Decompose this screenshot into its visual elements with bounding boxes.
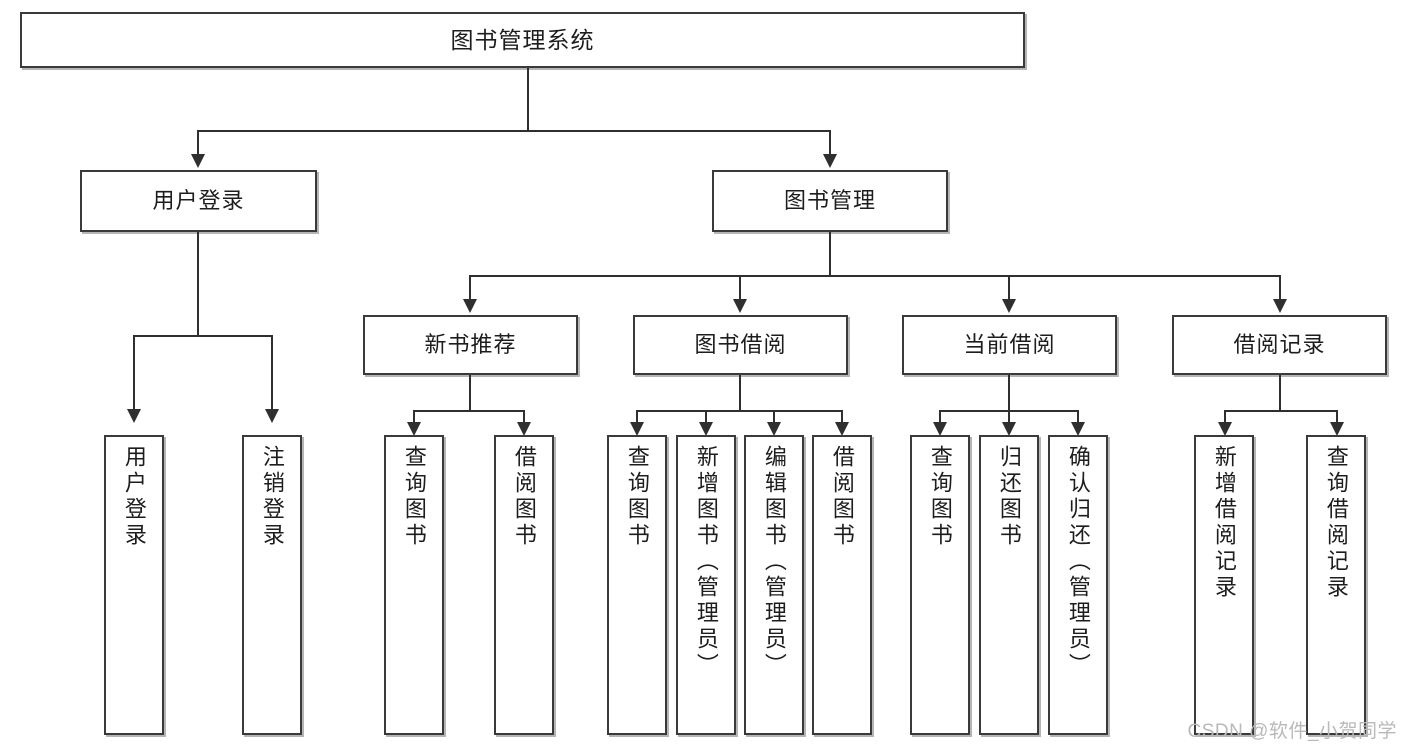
node-label: 借阅图书: [511, 445, 537, 549]
connector-current-borrow-drop-2: [1008, 410, 1010, 424]
leaf-query-record[interactable]: 查询借阅记录: [1306, 435, 1366, 735]
connector-to-user-login: [197, 130, 199, 156]
connector-borrow-record-stem: [1279, 375, 1281, 411]
connector-new-book-rec-bus: [413, 410, 525, 412]
connector-book-borrow-stem: [739, 375, 741, 411]
leaf-add-record[interactable]: 新增借阅记录: [1194, 435, 1254, 735]
node-label: 图书管理系统: [450, 26, 595, 53]
arrow-leaf-user-logout: [265, 409, 279, 423]
connector-current-borrow-stem: [1008, 375, 1010, 411]
connector-to-book-borrow: [739, 275, 741, 301]
leaf-edit-book[interactable]: 编辑图书（管理员）: [744, 435, 804, 735]
arrow-leaf-confirm-return: [1071, 422, 1085, 436]
arrow-leaf-add-book: [699, 422, 713, 436]
leaf-return-book[interactable]: 归还图书: [979, 435, 1039, 735]
node-label: 新增图书（管理员）: [693, 445, 719, 679]
node-label: 确认归还（管理员）: [1065, 445, 1091, 679]
arrow-to-user-login: [191, 154, 205, 168]
node-user-login[interactable]: 用户登录: [80, 170, 317, 232]
node-book-borrow[interactable]: 图书借阅: [633, 315, 848, 375]
node-label: 归还图书: [996, 445, 1022, 549]
connector-level3-bus: [469, 275, 1281, 277]
arrow-to-new-book-rec: [463, 299, 477, 313]
connector-user-login-bus: [133, 335, 272, 337]
arrow-to-book-borrow: [733, 299, 747, 313]
arrow-leaf-query-book-2: [630, 422, 644, 436]
connector-to-new-book-rec: [469, 275, 471, 301]
connector-book-borrow-bus: [636, 410, 843, 412]
node-label: 图书管理: [783, 188, 876, 214]
node-borrow-record[interactable]: 借阅记录: [1172, 315, 1387, 375]
node-current-borrow[interactable]: 当前借阅: [902, 315, 1117, 375]
leaf-query-book-3[interactable]: 查询图书: [910, 435, 970, 735]
arrow-to-book-manage: [823, 154, 837, 168]
node-label: 编辑图书（管理员）: [761, 445, 787, 679]
leaf-confirm-return[interactable]: 确认归还（管理员）: [1048, 435, 1108, 735]
arrow-leaf-query-book-1: [407, 422, 421, 436]
node-label: 查询借阅记录: [1323, 445, 1349, 601]
node-label: 查询图书: [624, 445, 650, 549]
connector-book-borrow-drop-3: [773, 410, 775, 424]
node-label: 注销登录: [259, 445, 285, 549]
connector-book-borrow-drop-1: [636, 410, 638, 424]
node-label: 借阅图书: [829, 445, 855, 549]
connector-user-login-drop-1: [133, 335, 135, 411]
arrow-leaf-borrow-book-1: [517, 422, 531, 436]
connector-book-borrow-drop-4: [841, 410, 843, 424]
connector-book-borrow-drop-2: [705, 410, 707, 424]
connector-new-book-rec-stem: [469, 375, 471, 411]
node-label: 新书推荐: [424, 332, 517, 358]
connector-current-borrow-drop-1: [939, 410, 941, 424]
leaf-user-login[interactable]: 用户登录: [104, 435, 164, 735]
connector-borrow-record-drop-2: [1336, 410, 1338, 424]
node-new-book-rec[interactable]: 新书推荐: [363, 315, 578, 375]
connector-to-current-borrow: [1008, 275, 1010, 301]
node-book-manage[interactable]: 图书管理: [712, 170, 948, 232]
connector-borrow-record-drop-1: [1224, 410, 1226, 424]
node-label: 借阅记录: [1233, 332, 1326, 358]
arrow-leaf-return-book: [1002, 422, 1016, 436]
node-label: 用户登录: [121, 445, 147, 549]
node-label: 图书借阅: [694, 332, 787, 358]
connector-user-login-stem: [197, 232, 199, 336]
node-root-book-management-system[interactable]: 图书管理系统: [20, 12, 1025, 68]
leaf-query-book-2[interactable]: 查询图书: [607, 435, 667, 735]
leaf-borrow-book-1[interactable]: 借阅图书: [494, 435, 554, 735]
connector-book-manage-stem: [829, 232, 831, 276]
connector-current-borrow-drop-3: [1077, 410, 1079, 424]
node-label: 查询图书: [927, 445, 953, 549]
node-label: 查询图书: [401, 445, 427, 549]
connector-to-borrow-record: [1279, 275, 1281, 301]
connector-level2-bus: [198, 130, 830, 132]
connector-new-book-rec-drop-2: [523, 410, 525, 424]
arrow-leaf-query-book-3: [933, 422, 947, 436]
connector-borrow-record-bus: [1224, 410, 1338, 412]
node-label: 新增借阅记录: [1211, 445, 1237, 601]
leaf-query-book-1[interactable]: 查询图书: [384, 435, 444, 735]
arrow-leaf-query-record: [1330, 422, 1344, 436]
connector-root-stem: [527, 68, 529, 131]
leaf-user-logout[interactable]: 注销登录: [242, 435, 302, 735]
node-label: 用户登录: [152, 188, 245, 214]
arrow-to-borrow-record: [1273, 299, 1287, 313]
connector-new-book-rec-drop-1: [413, 410, 415, 424]
leaf-add-book[interactable]: 新增图书（管理员）: [676, 435, 736, 735]
arrow-leaf-edit-book: [767, 422, 781, 436]
connector-to-book-manage: [829, 130, 831, 156]
arrow-leaf-user-login: [127, 409, 141, 423]
node-label: 当前借阅: [963, 332, 1056, 358]
leaf-borrow-book-2[interactable]: 借阅图书: [812, 435, 872, 735]
arrow-to-current-borrow: [1002, 299, 1016, 313]
arrow-leaf-add-record: [1218, 422, 1232, 436]
connector-user-login-drop-2: [271, 335, 273, 411]
arrow-leaf-borrow-book-2: [835, 422, 849, 436]
